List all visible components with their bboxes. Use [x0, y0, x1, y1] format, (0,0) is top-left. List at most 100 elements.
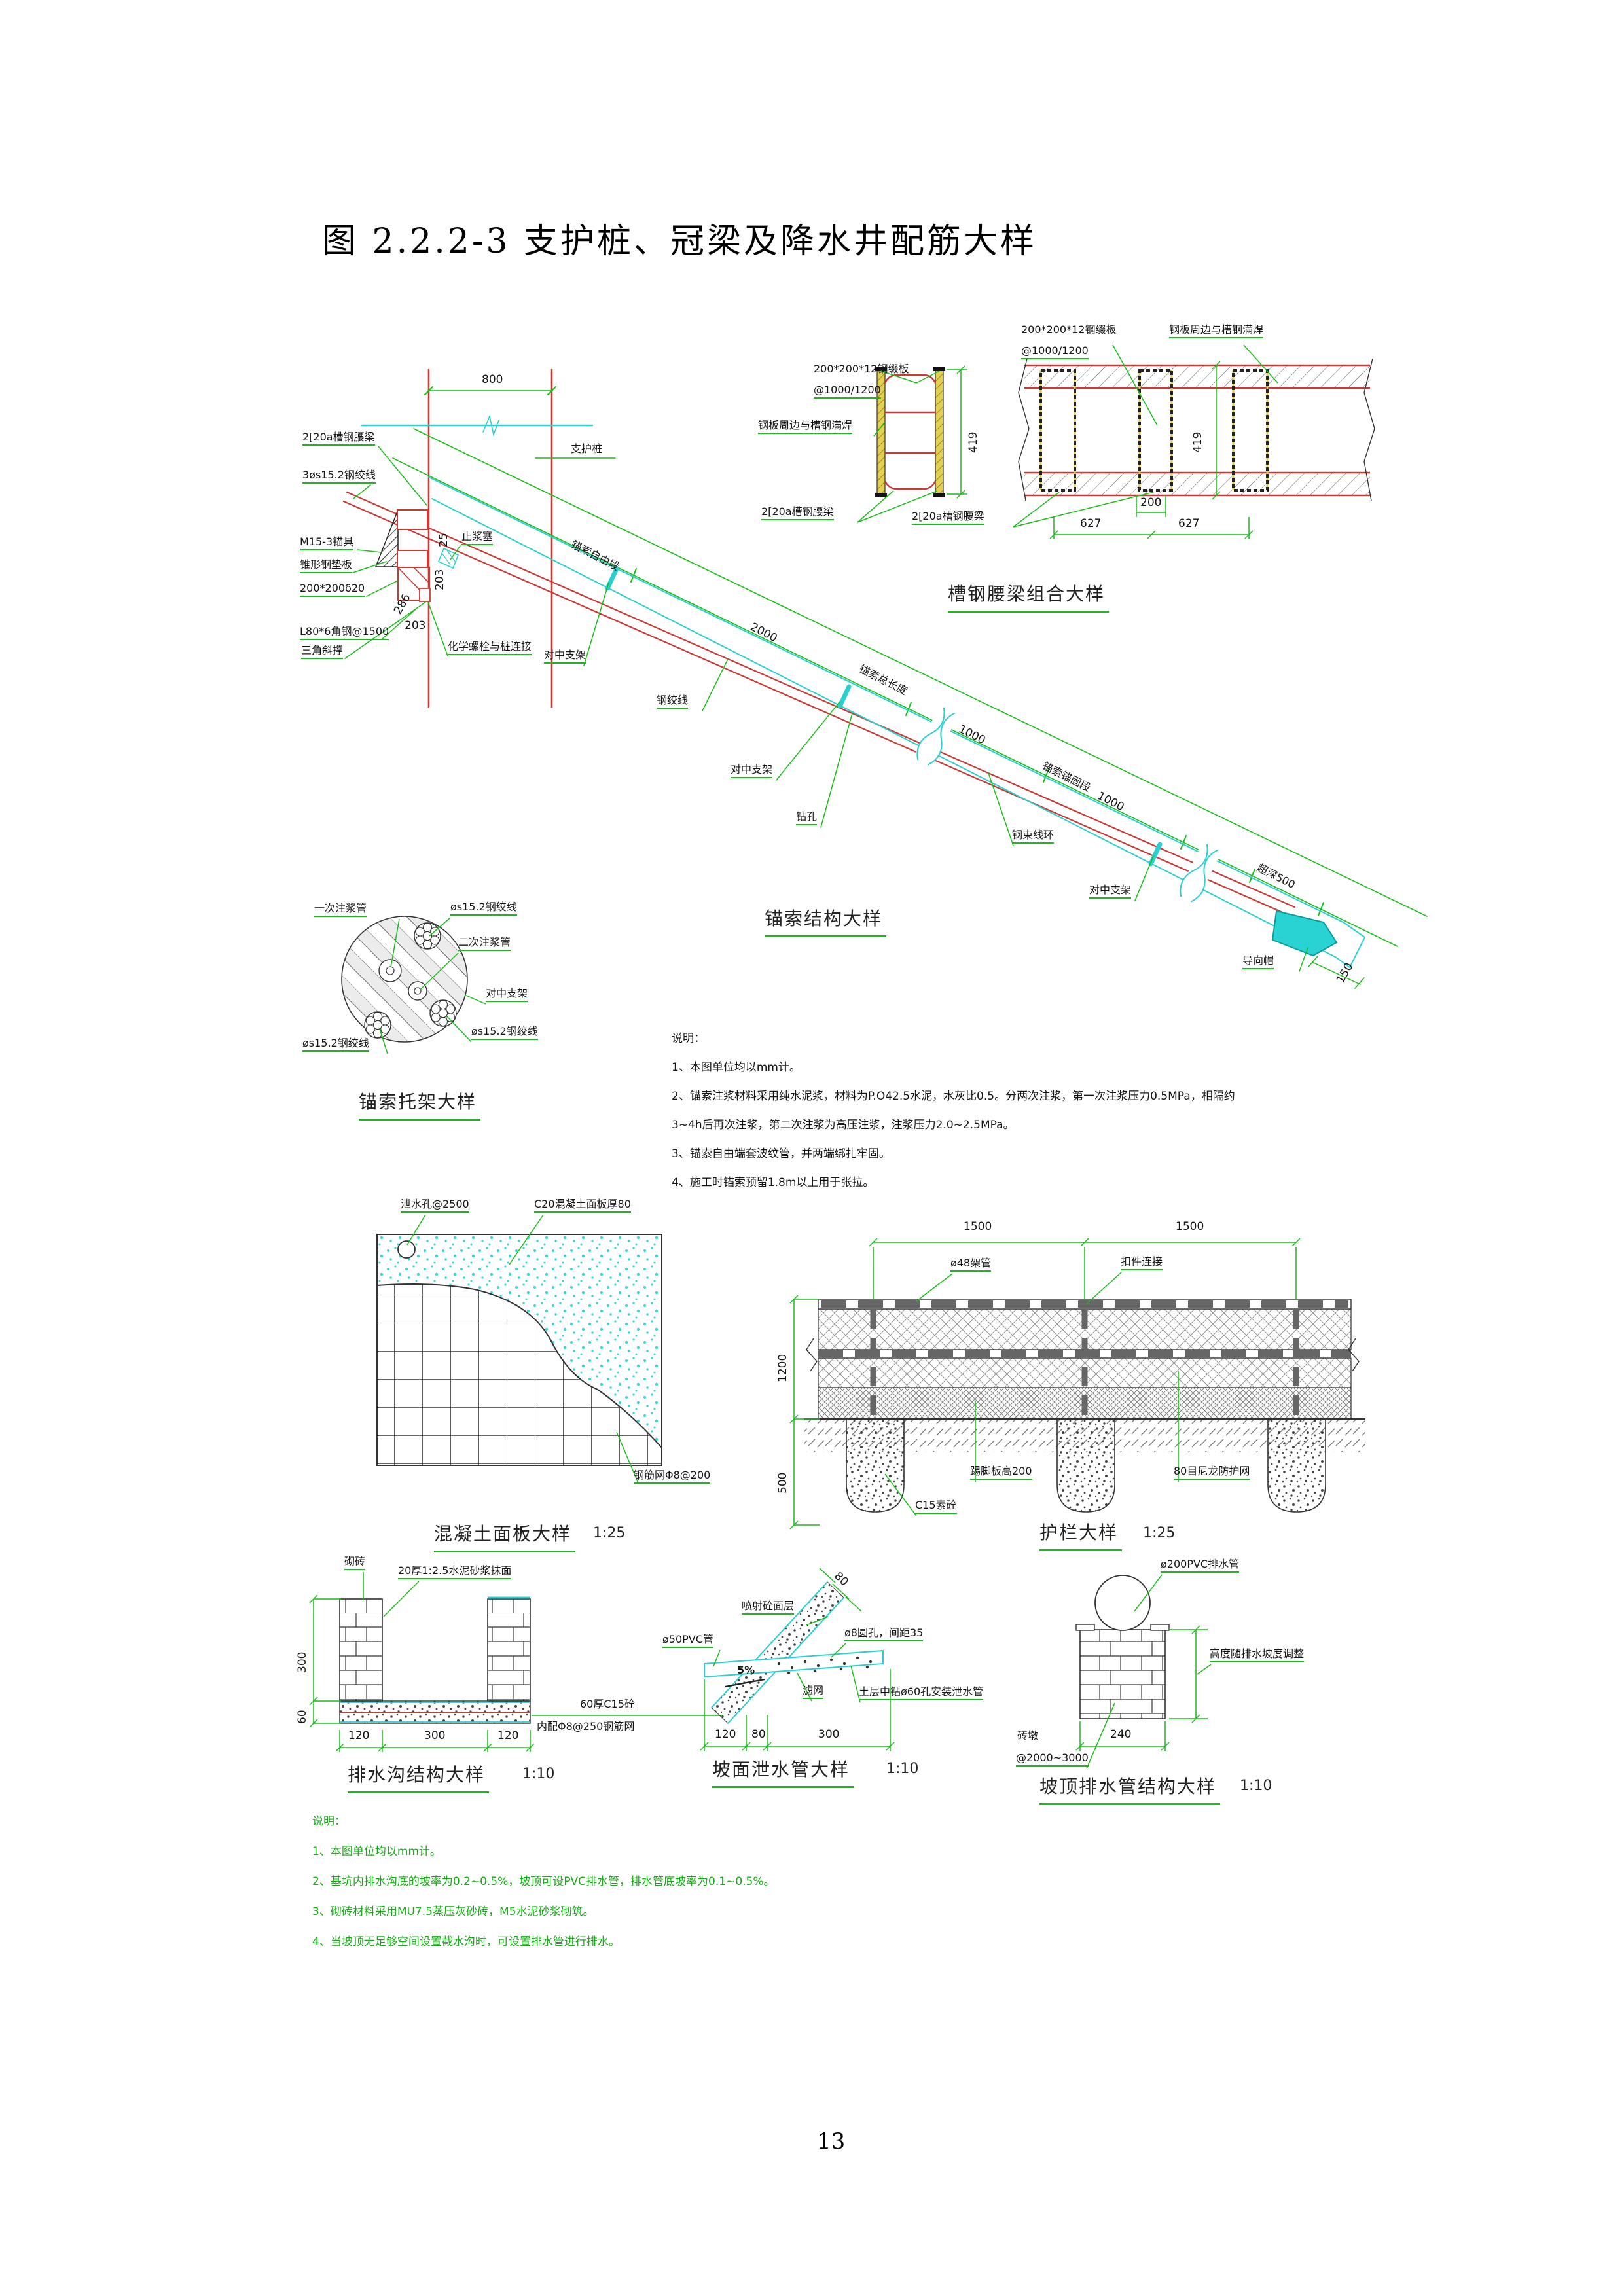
callout-slab: C20混凝土面板厚80	[534, 1198, 631, 1213]
callout-wire-ring: 钢束线环	[1012, 829, 1055, 844]
callout-waist-left: 2[20a槽钢腰梁	[761, 505, 834, 520]
weep-title: 坡面泄水管大样	[712, 1755, 854, 1788]
dim-60: 60	[296, 1710, 309, 1724]
ditch-title: 排水沟结构大样	[348, 1761, 490, 1793]
guardrail-scale: 1:25	[1143, 1525, 1176, 1541]
panel-scale: 1:25	[593, 1525, 626, 1541]
dim-1500a: 1500	[964, 1220, 992, 1233]
callout-height-adjust: 高度随排水坡度调整	[1210, 1647, 1305, 1662]
callout-bracket-centering: 对中支架	[486, 987, 528, 1002]
callout-weep-hole: 泄水孔@2500	[401, 1198, 469, 1213]
dim-203v: 203	[433, 569, 446, 590]
dim-300v: 300	[296, 1651, 309, 1673]
dim-419-right: 419	[1191, 431, 1204, 453]
callout-strands: 3øs15.2钢绞线	[302, 469, 376, 484]
anchor-bracket-drawing	[341, 916, 486, 1054]
dim-1500b: 1500	[1176, 1220, 1204, 1233]
callout-grout2: 二次注浆管	[458, 936, 511, 951]
callout-c15: C15素砼	[915, 1499, 957, 1514]
bracket-title: 锚索托架大样	[359, 1088, 481, 1121]
callout-batten-spacing-right: @1000/1200	[1021, 344, 1089, 359]
toppipe-scale: 1:10	[1240, 1778, 1272, 1794]
callout-angle-steel: L80*6角钢@1500	[300, 625, 389, 640]
dim-120a: 120	[348, 1729, 370, 1742]
callout-pier-spacing: @2000~3000	[1016, 1751, 1089, 1767]
callout-chem-bolt: 化学螺栓与桩连接	[448, 640, 532, 655]
dim-800: 800	[482, 373, 503, 386]
dim-300b: 300	[424, 1729, 446, 1742]
callout-pipe48: ø48架管	[950, 1257, 992, 1272]
waler-title: 槽钢腰梁组合大样	[948, 580, 1110, 613]
dim-500: 500	[776, 1472, 789, 1494]
waler-assembly-drawing	[857, 344, 1375, 539]
callout-brick: 砌砖	[344, 1555, 366, 1570]
toppipe-title: 坡顶排水管结构大样	[1039, 1772, 1221, 1805]
callout-cone-plate: 锥形钢垫板	[300, 558, 353, 573]
page-number: 13	[817, 2128, 846, 2155]
callout-plate-size: 200*200δ20	[300, 582, 365, 597]
callout-kick: 踢脚板高200	[970, 1465, 1032, 1480]
callout-pvc200: ø200PVC排水管	[1161, 1558, 1240, 1573]
callout-holes: ø8圆孔，间距35	[844, 1626, 924, 1641]
callout-pvc50: ø50PVC管	[662, 1633, 713, 1648]
callout-guide-cap: 导向帽	[1242, 954, 1274, 969]
dim-240: 240	[1110, 1728, 1132, 1741]
label-slope: 5%	[737, 1664, 755, 1676]
callout-centering-2: 对中支架	[731, 763, 773, 778]
dim-25: 25	[437, 533, 450, 547]
panel-title: 混凝土面板大样	[434, 1520, 576, 1552]
callout-base2: 内配Φ8@250钢筋网	[537, 1720, 635, 1732]
dim-200: 200	[1140, 496, 1162, 509]
dim-80w: 80	[751, 1728, 766, 1741]
callout-batten-right: 200*200*12钢缀板	[1021, 323, 1117, 336]
dim-120w: 120	[715, 1728, 736, 1741]
guardrail-drawing	[789, 1238, 1365, 1530]
callout-coupler: 扣件连接	[1121, 1255, 1163, 1270]
figure-title: 图 2.2.2-3 支护桩、冠梁及降水井配筋大样	[322, 222, 1038, 261]
site-notes: 说明： 1、本图单位均以mm计。 2、基坑内排水沟底的坡率为0.2~0.5%，坡…	[312, 1815, 775, 1948]
callout-drill-hole: 钻孔	[796, 810, 818, 825]
callout-pile: 支护桩	[571, 442, 603, 455]
callout-tri-brace: 三角斜撑	[301, 644, 344, 659]
dim-1200: 1200	[776, 1354, 789, 1382]
callout-weld-left: 钢板周边与槽钢满焊	[758, 419, 853, 434]
weep-scale: 1:10	[886, 1761, 919, 1777]
weep-pipe-drawing	[700, 1568, 895, 1751]
callout-strand-c: øs15.2钢绞线	[302, 1037, 369, 1052]
callout-weld-right: 钢板周边与槽钢满焊	[1169, 323, 1264, 338]
callout-net: 80目尼龙防护网	[1174, 1465, 1250, 1480]
callout-shotcrete: 喷射砼面层	[742, 1600, 795, 1615]
callout-grout1: 一次注浆管	[314, 902, 367, 917]
dim-300w: 300	[818, 1728, 840, 1741]
callout-filter: 滤网	[803, 1684, 824, 1699]
callout-pier: 砖墩	[1017, 1729, 1039, 1742]
callout-batten-spacing-left: @1000/1200	[814, 384, 881, 399]
callout-base: 60厚C15砼	[580, 1698, 635, 1710]
dim-627b: 627	[1178, 517, 1200, 530]
callout-batten-left: 200*200*12钢缀板	[814, 363, 909, 375]
dim-627a: 627	[1080, 517, 1102, 530]
ditch-scale: 1:10	[522, 1766, 555, 1782]
callout-strand: 钢绞线	[657, 694, 689, 709]
callout-grout-stop: 止浆塞	[461, 530, 494, 545]
guardrail-title: 护栏大样	[1039, 1518, 1123, 1551]
concrete-panel-drawing	[376, 1214, 662, 1484]
anchor-structure-drawing	[342, 368, 1428, 989]
callout-drill60: 土层中钻ø60孔安装泄水管	[859, 1685, 984, 1700]
dim-203h: 203	[405, 619, 426, 632]
dim-120b: 120	[497, 1729, 519, 1742]
callout-waist-right: 2[20a槽钢腰梁	[912, 510, 984, 525]
callout-strand-a: øs15.2钢绞线	[450, 901, 517, 916]
callout-waist-beam: 2[20a槽钢腰梁	[302, 431, 375, 446]
callout-mesh: 钢筋网Φ8@200	[634, 1469, 711, 1484]
callout-centering-3: 对中支架	[1089, 884, 1132, 899]
anchor-notes: 说明： 1、本图单位均以mm计。 2、锚索注浆材料采用纯水泥浆，材料为P.O42…	[672, 1032, 1235, 1189]
ditch-drawing	[309, 1572, 723, 1752]
callout-anchor-device: M15-3锚具	[300, 535, 354, 550]
callout-plaster: 20厚1:2.5水泥砂浆抹面	[398, 1564, 512, 1579]
callout-centering-1: 对中支架	[544, 649, 586, 664]
callout-strand-b: øs15.2钢绞线	[471, 1025, 538, 1040]
dim-419-left: 419	[967, 431, 980, 453]
